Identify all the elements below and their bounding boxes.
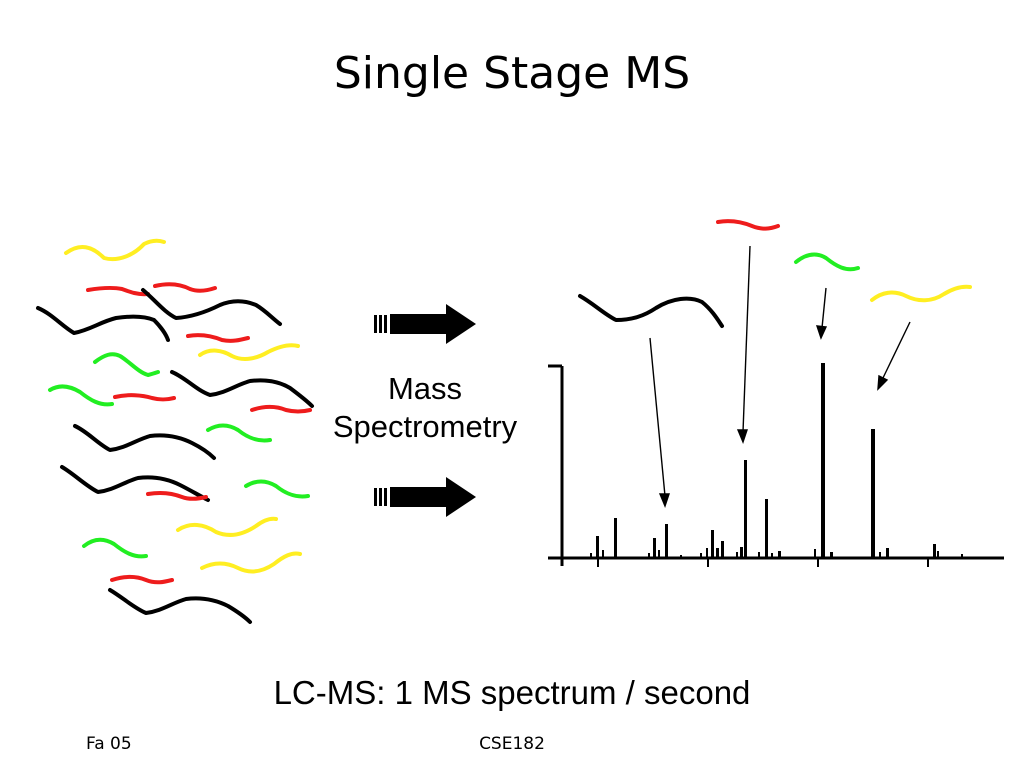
peptide-yellow-2 xyxy=(198,343,300,361)
peak xyxy=(602,550,604,558)
right-arrow-icon xyxy=(374,477,476,517)
peptide-red-1 xyxy=(86,285,150,297)
footer-left: Fa 05 xyxy=(86,734,132,754)
peptide-green-5 xyxy=(82,537,148,559)
peptide-red-6 xyxy=(146,491,208,501)
peptide-black-top xyxy=(578,294,724,328)
spectrum-x-ticks xyxy=(597,558,929,567)
peak xyxy=(871,429,875,558)
mass-spectrum xyxy=(548,363,1004,567)
peak xyxy=(814,549,816,558)
peak xyxy=(771,553,773,558)
peptide-green-4 xyxy=(244,479,310,499)
peak xyxy=(961,554,963,558)
process-label-line1: Mass xyxy=(387,371,463,406)
peptide-yellow-top xyxy=(870,284,972,303)
peak xyxy=(744,460,747,558)
peak xyxy=(700,553,702,558)
peptide-black-1 xyxy=(36,306,170,342)
peptide-yellow-3 xyxy=(176,516,278,537)
peptide-black-6 xyxy=(108,588,252,624)
peptide-mixture xyxy=(36,238,314,624)
slide-caption: LC-MS: 1 MS spectrum / second xyxy=(273,674,751,711)
peak xyxy=(596,536,599,558)
peptide-red-5 xyxy=(250,405,312,414)
peptide-green-2 xyxy=(48,384,114,407)
peptide-black-2 xyxy=(141,288,282,326)
peak xyxy=(653,538,656,558)
peptide-green-1 xyxy=(93,352,160,377)
process-label-line2: Spectrometry xyxy=(332,409,518,444)
identified-peptides xyxy=(578,219,972,328)
peak xyxy=(830,552,833,558)
peak xyxy=(590,553,592,558)
peptide-red-top xyxy=(716,219,780,231)
peak xyxy=(758,552,760,558)
peptide-yellow-4 xyxy=(200,551,302,574)
peak xyxy=(937,551,939,558)
peak xyxy=(821,363,825,558)
spectrum-peaks xyxy=(590,363,963,558)
peptide-red-7 xyxy=(110,575,174,585)
peak xyxy=(711,530,714,558)
peptide-green-top xyxy=(794,252,860,272)
process-label: Mass Spectrometry xyxy=(300,370,550,446)
peak xyxy=(706,548,708,558)
right-arrow-icon xyxy=(374,304,476,344)
peptide-red-3 xyxy=(186,333,250,343)
peptide-red-4 xyxy=(113,393,176,402)
peak xyxy=(721,541,724,558)
page-title: Single Stage MS xyxy=(333,48,691,99)
peak xyxy=(665,524,668,558)
peptide-green-3 xyxy=(206,423,272,443)
peak xyxy=(933,544,936,558)
peptide-black-4 xyxy=(73,424,216,460)
peak-annotation-arrows xyxy=(649,245,911,508)
peak xyxy=(740,547,743,558)
peptide-yellow-1 xyxy=(64,238,166,262)
peak xyxy=(886,548,889,558)
peak xyxy=(765,499,768,558)
peak xyxy=(658,550,660,558)
peak xyxy=(778,551,781,558)
footer-center: CSE182 xyxy=(479,734,545,754)
peak xyxy=(879,552,881,558)
peak xyxy=(716,548,719,558)
peptide-black-3 xyxy=(170,370,314,408)
peptide-black-5 xyxy=(60,465,210,502)
peak xyxy=(736,552,738,558)
peak xyxy=(680,555,682,558)
peak xyxy=(614,518,617,558)
peak xyxy=(648,553,650,558)
peptide-red-2 xyxy=(153,282,217,293)
